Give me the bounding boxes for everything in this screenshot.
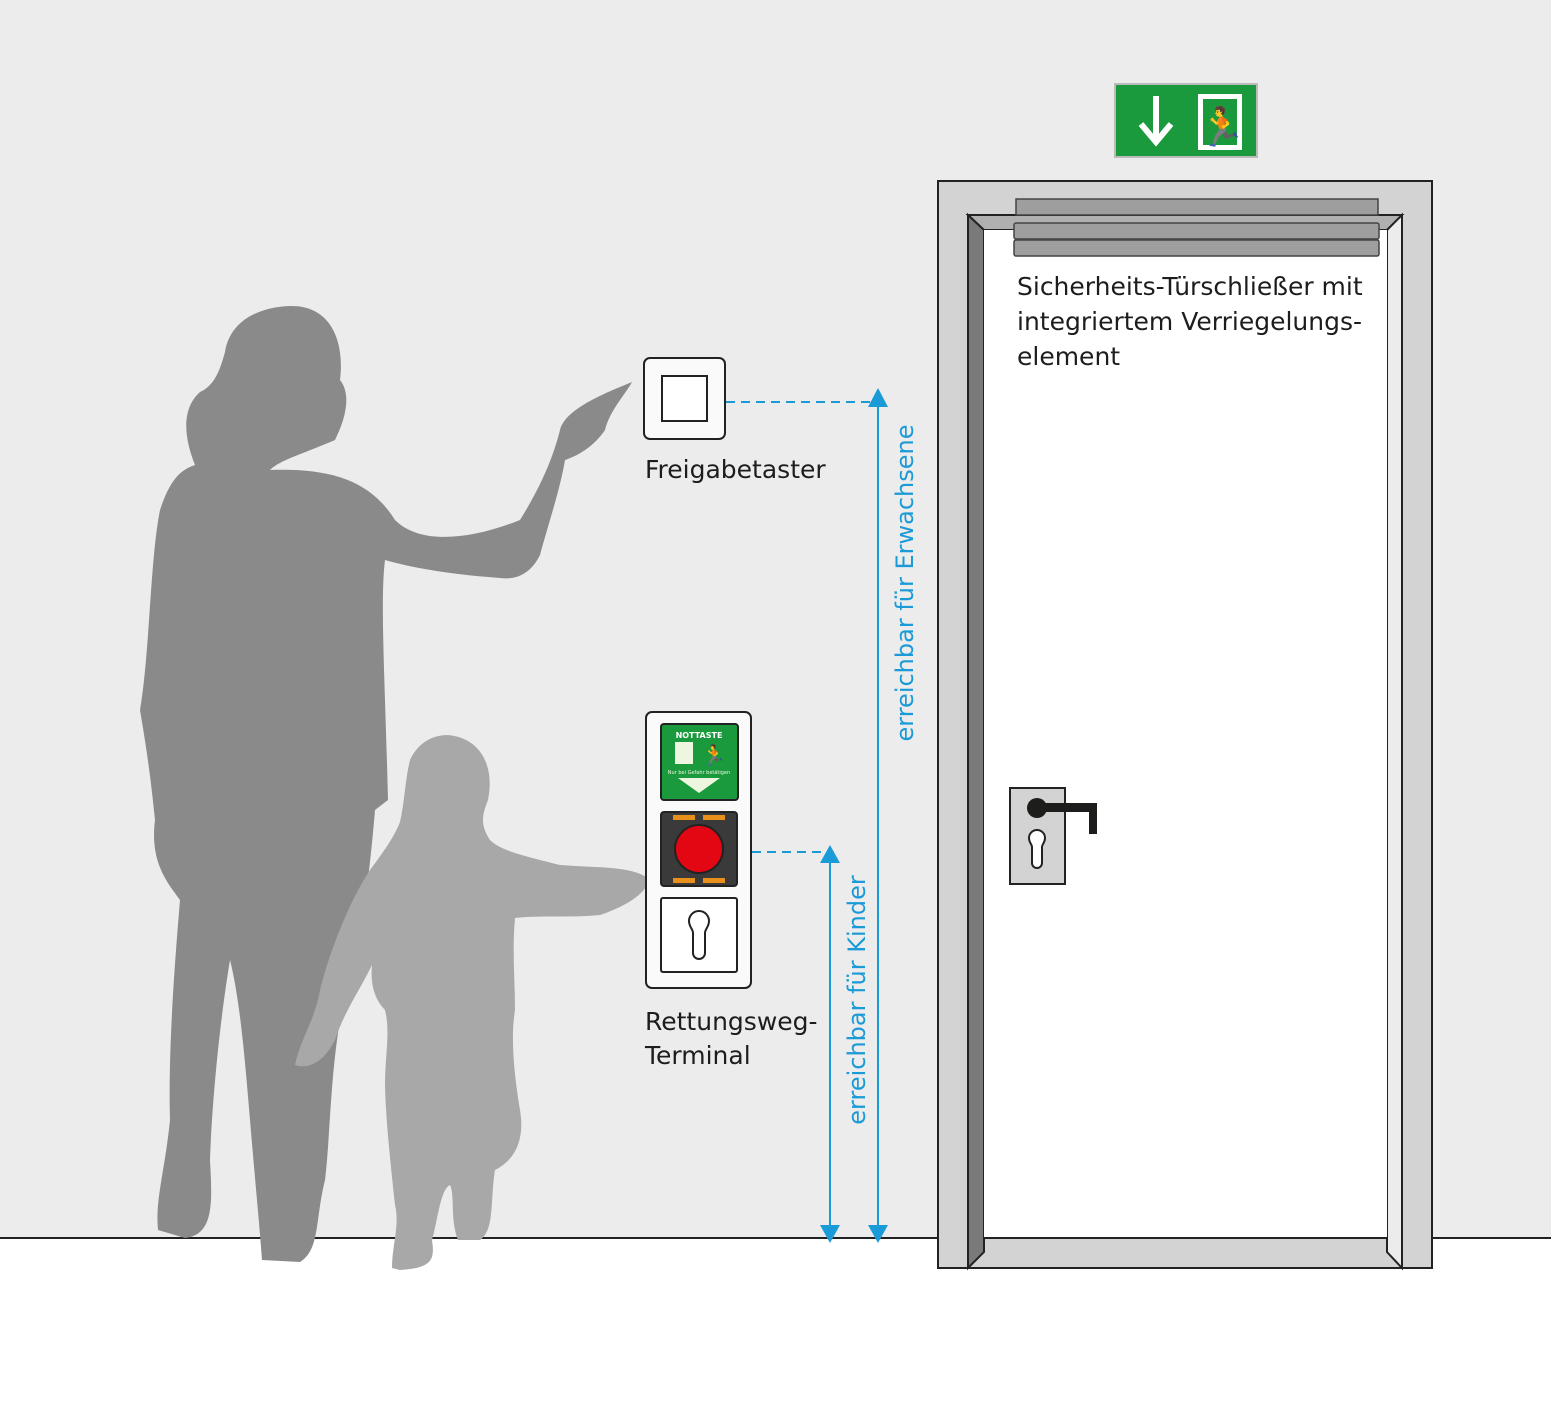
door [937, 180, 1433, 1271]
arrow-down-icon [868, 1225, 888, 1243]
arrow-down-icon [678, 778, 720, 793]
terminal-label-line2: Terminal [644, 1041, 751, 1070]
running-man-icon: 🏃 [1198, 105, 1245, 149]
child-silhouette [295, 735, 649, 1270]
door-handle-icon[interactable] [1027, 798, 1097, 834]
arrow-up-icon [868, 388, 888, 407]
nottaste-subtitle: Nur bei Gefahr betätigen [668, 770, 730, 776]
running-man-icon: 🏃 [702, 743, 727, 767]
child-reach-label: erreichbar für Kinder [843, 875, 871, 1125]
door-closer [1013, 198, 1380, 257]
key-cylinder-icon[interactable] [687, 909, 711, 960]
release-button[interactable] [643, 357, 726, 440]
door-leaf [984, 230, 1387, 1238]
terminal-label-line1: Rettungsweg- [645, 1007, 818, 1036]
emergency-button[interactable] [674, 824, 724, 874]
closer-label-line3: element [1017, 342, 1120, 371]
adult-reach-label: erreichbar für Erwachsene [891, 424, 919, 741]
arrow-up-icon [820, 845, 840, 863]
exit-sign-icon: 🏃 [1114, 83, 1258, 158]
adult-silhouette [140, 305, 632, 1262]
closer-label-line2: integriertem Verriegelungs- [1017, 307, 1362, 336]
nottaste-title: NOTTASTE [676, 731, 723, 740]
arrow-down-icon [820, 1225, 840, 1243]
closer-label-line1: Sicherheits-Türschließer mit [1017, 272, 1363, 301]
key-cylinder-icon [1027, 828, 1047, 869]
escape-route-terminal: NOTTASTE 🏃 Nur bei Gefahr betätigen [645, 711, 752, 989]
arrow-down-icon [1138, 96, 1174, 147]
door-icon [675, 742, 693, 764]
release-button-label: Freigabetaster [645, 455, 826, 484]
